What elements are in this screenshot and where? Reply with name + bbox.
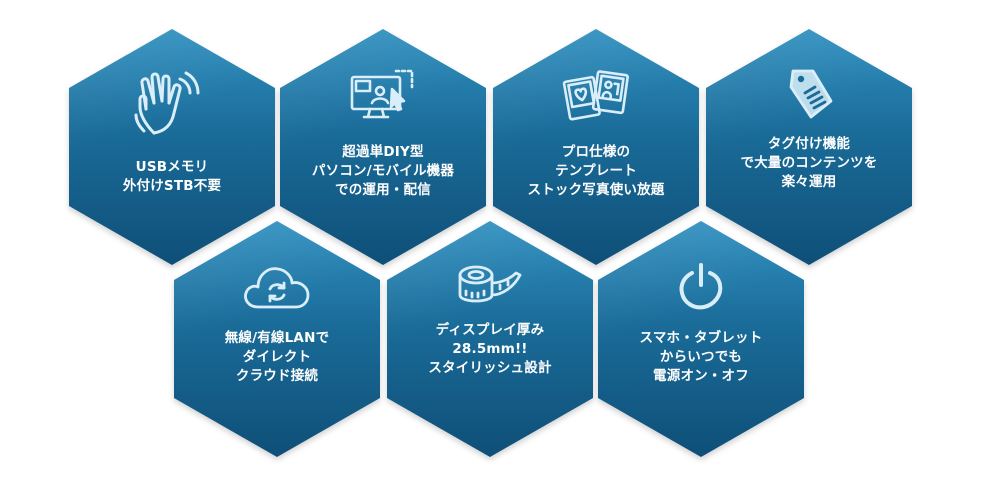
feature-thin-label: ディスプレイ厚み 28.5mm!! スタイリッシュ設計 [428,322,552,376]
feature-tag-label: タグ付け機能 で大量のコンテンツを 楽々運用 [740,136,878,190]
feature-power: スマホ・タブレット からいつでも 電源オン・オフ [598,221,804,457]
feature-template-label: プロ仕様の テンプレート ストック写真使い放題 [527,144,665,198]
feature-tag: タグ付け機能 で大量のコンテンツを 楽々運用 [706,29,912,265]
feature-diy: 超過単DIY型 パソコン/モバイル機器 での運用・配信 [280,29,486,265]
feature-thin: ディスプレイ厚み 28.5mm!! スタイリッシュ設計 [387,221,593,457]
monitor-cursor-icon [348,67,418,123]
feature-usb: USBメモリ 外付けSTB不要 [69,29,275,265]
photo-cards-icon [561,67,631,125]
feature-diy-label: 超過単DIY型 パソコン/モバイル機器 での運用・配信 [311,144,455,198]
wave-hand-icon [132,69,212,141]
power-icon [676,261,726,311]
feature-lan-label: 無線/有線LANで ダイレクト クラウド接続 [224,330,330,384]
feature-template: プロ仕様の テンプレート ストック写真使い放題 [493,29,699,265]
price-tag-icon [779,65,839,125]
tape-measure-icon [454,261,526,313]
feature-lan: 無線/有線LANで ダイレクト クラウド接続 [174,221,380,457]
feature-power-label: スマホ・タブレット からいつでも 電源オン・オフ [639,330,763,384]
feature-usb-label: USBメモリ 外付けSTB不要 [122,159,222,194]
cloud-sync-icon [240,263,314,313]
